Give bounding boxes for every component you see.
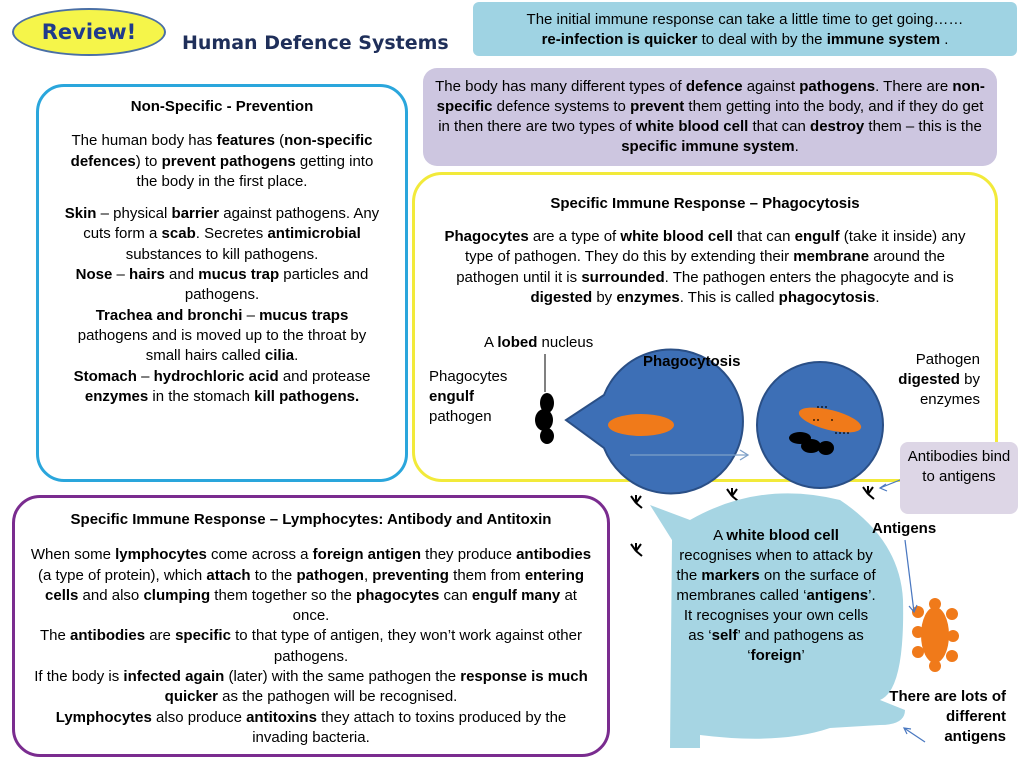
reinfection-line1: The initial immune response can take a l… <box>526 11 964 28</box>
antibody-icon <box>630 486 875 557</box>
engulf-label: Phagocytes engulf pathogen <box>429 368 508 425</box>
trachea-text: Trachea and bronchi – mucus traps pathog… <box>77 306 367 365</box>
phagocytosis-diagram-label: Phagocytosis <box>643 353 741 370</box>
antigens-label: Antigens <box>872 520 937 537</box>
process-arrow-icon <box>630 449 750 461</box>
stomach-text: Stomach – hydrochloric acid and protease… <box>73 367 371 405</box>
phagocytosis-text: Phagocytes are a type of white blood cel… <box>444 228 966 306</box>
non-specific-heading: Non-Specific - Prevention <box>130 98 314 115</box>
reinfection-note: The initial immune response can take a l… <box>473 2 1017 56</box>
lymphocytes-heading: Specific Immune Response – Lymphocytes: … <box>70 511 552 528</box>
white-blood-cell-text: A white blood cell recognises when to at… <box>676 527 876 664</box>
page-title: Human Defence Systems <box>182 32 449 54</box>
non-specific-intro: The human body has features (non-specifi… <box>70 132 374 190</box>
lymphocytes-p1: When some lymphocytes come across a fore… <box>30 546 592 625</box>
phagocytosis-heading: Specific Immune Response – Phagocytosis <box>550 195 860 212</box>
nose-text: Nose – hairs and mucus trap particles an… <box>75 266 369 304</box>
antibodies-note: Antibodies bind to antigens <box>900 442 1018 514</box>
lymphocytes-p2: The antibodies are specific to that type… <box>40 627 582 665</box>
lymphocytes-p4: Lymphocytes also produce antitoxins they… <box>55 708 567 746</box>
antigen-blob <box>912 598 959 672</box>
non-specific-box: Non-Specific - Prevention The human body… <box>36 84 408 482</box>
white-blood-cell <box>650 493 905 748</box>
lobed-nucleus-label: A lobed nucleus <box>484 334 594 351</box>
enzyme-dots <box>813 406 849 434</box>
lymphocytes-p3: If the body is infected again (later) wi… <box>34 668 588 706</box>
pathogen <box>608 414 674 436</box>
lots-of-antigens-label: There are lots of different antigens <box>889 688 1006 745</box>
reinfection-line2: re-infection is quicker to deal with by … <box>541 31 949 48</box>
review-label: Review! <box>41 20 137 44</box>
lobed-nucleus <box>535 393 554 444</box>
skin-text: Skin – physical barrier against pathogen… <box>64 205 380 263</box>
lobed-nucleus-2 <box>789 432 834 455</box>
lots-arrow-icon <box>902 727 926 743</box>
lymphocytes-box: Specific Immune Response – Lymphocytes: … <box>12 495 610 757</box>
overview-box: The body has many different types of def… <box>423 68 997 166</box>
overview-text: The body has many different types of def… <box>435 78 985 155</box>
digested-label: Pathogen digested by enzymes <box>898 351 980 408</box>
review-badge: Review! <box>12 8 166 56</box>
digested-pathogen <box>798 407 862 433</box>
antigens-arrow-icon <box>904 539 918 614</box>
